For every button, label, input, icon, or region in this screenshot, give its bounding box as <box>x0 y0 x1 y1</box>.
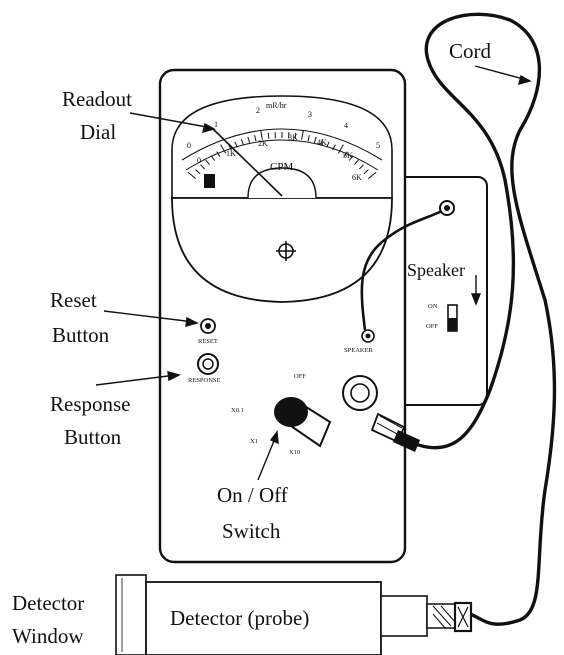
dial-tick <box>301 129 304 140</box>
dial-tick <box>354 159 359 165</box>
dial-tick <box>313 136 317 143</box>
label-speaker: Speaker <box>407 260 465 280</box>
dial-mr-tick: 3 <box>308 110 312 119</box>
dial-cpm-tick: 1K <box>226 149 236 158</box>
dial-tick <box>195 169 201 175</box>
zero-adjust-icon <box>276 241 296 261</box>
dial-tick <box>326 141 330 148</box>
response-button[interactable] <box>197 353 219 375</box>
dial-cpm-tick: 3K <box>288 133 298 142</box>
dial-tick <box>294 132 297 139</box>
dial-tick <box>267 132 270 139</box>
label-cord: Cord <box>449 39 492 63</box>
dial-tick <box>343 151 348 157</box>
dial-tick <box>187 171 197 179</box>
detector-probe <box>115 574 473 655</box>
label-detector: Detector <box>12 591 84 615</box>
speaker-on-text: ON <box>428 303 438 310</box>
label-response: Response <box>50 392 131 416</box>
label-switch: Switch <box>222 519 281 543</box>
dial-mr-tick: 0 <box>187 141 191 150</box>
speaker-toggle[interactable] <box>447 304 458 332</box>
speaker-off-text: OFF <box>426 323 438 330</box>
dial-cpm-tick: 2K <box>258 139 268 148</box>
range-switch-knob[interactable] <box>274 397 332 448</box>
dial-tick <box>367 171 377 179</box>
reset-panel-text: RESET <box>198 338 218 345</box>
dial-tick <box>247 136 251 143</box>
dial-tick <box>200 164 205 170</box>
dial-tick <box>254 135 257 142</box>
speaker-cable <box>360 208 445 331</box>
dial-tick <box>205 159 210 165</box>
dial-tick <box>348 155 354 161</box>
cord <box>404 12 557 626</box>
dial-ticks <box>187 129 377 179</box>
dial-mr-tick: 2 <box>256 106 260 115</box>
dial-tick <box>320 139 324 146</box>
reset-button[interactable] <box>200 318 216 334</box>
dial-tick <box>260 129 263 140</box>
label-reset-button: Button <box>52 323 110 347</box>
dial-index-mark <box>204 174 215 188</box>
dial-unit-mr: mR/hr <box>266 101 287 110</box>
dial-tick <box>337 144 344 154</box>
dial-unit-cpm: CPM <box>270 161 293 173</box>
speaker-connector-icon <box>439 200 455 216</box>
dial-mr-tick: 5 <box>376 141 380 150</box>
dial-cpm-tick: 4K <box>317 138 327 147</box>
dial-tick <box>210 155 216 161</box>
label-reset: Reset <box>50 288 97 312</box>
dial-tick <box>220 144 227 154</box>
dial-mr-tick: 4 <box>344 121 348 130</box>
switch-x1-text: X1 <box>250 438 258 445</box>
dial-needle <box>211 127 283 197</box>
label-onoff: On / Off <box>217 483 288 507</box>
dial-tick <box>332 144 336 151</box>
switch-off-text: OFF <box>294 373 306 380</box>
label-response-button: Button <box>64 425 122 449</box>
response-panel-text: RESPONSE <box>188 377 221 384</box>
label-dial: Dial <box>80 120 116 144</box>
leader-arrows <box>95 65 532 481</box>
switch-x10-text: X10 <box>289 449 300 456</box>
dial-tick <box>359 164 364 170</box>
cable-connector <box>342 375 420 452</box>
speaker-jack[interactable] <box>361 329 375 343</box>
dial-tick <box>216 151 221 157</box>
readout-dial <box>171 95 393 303</box>
dial-cpm-tick: 0 <box>197 156 201 165</box>
dial-mr-tick: 1 <box>214 120 218 129</box>
dial-cpm-tick: 5K <box>343 151 353 160</box>
dial-tick <box>240 139 244 146</box>
dial-tick <box>234 141 238 148</box>
dial-cpm-tick: 6K <box>352 173 362 182</box>
dial-tick <box>363 169 369 175</box>
switch-x01-text: X0.1 <box>231 407 244 414</box>
label-detector-probe: Detector (probe) <box>170 606 309 630</box>
label-readout: Readout <box>62 87 132 111</box>
speaker-jack-text: SPEAKER <box>344 347 374 354</box>
dial-tick <box>307 135 310 142</box>
label-window: Window <box>12 624 84 648</box>
